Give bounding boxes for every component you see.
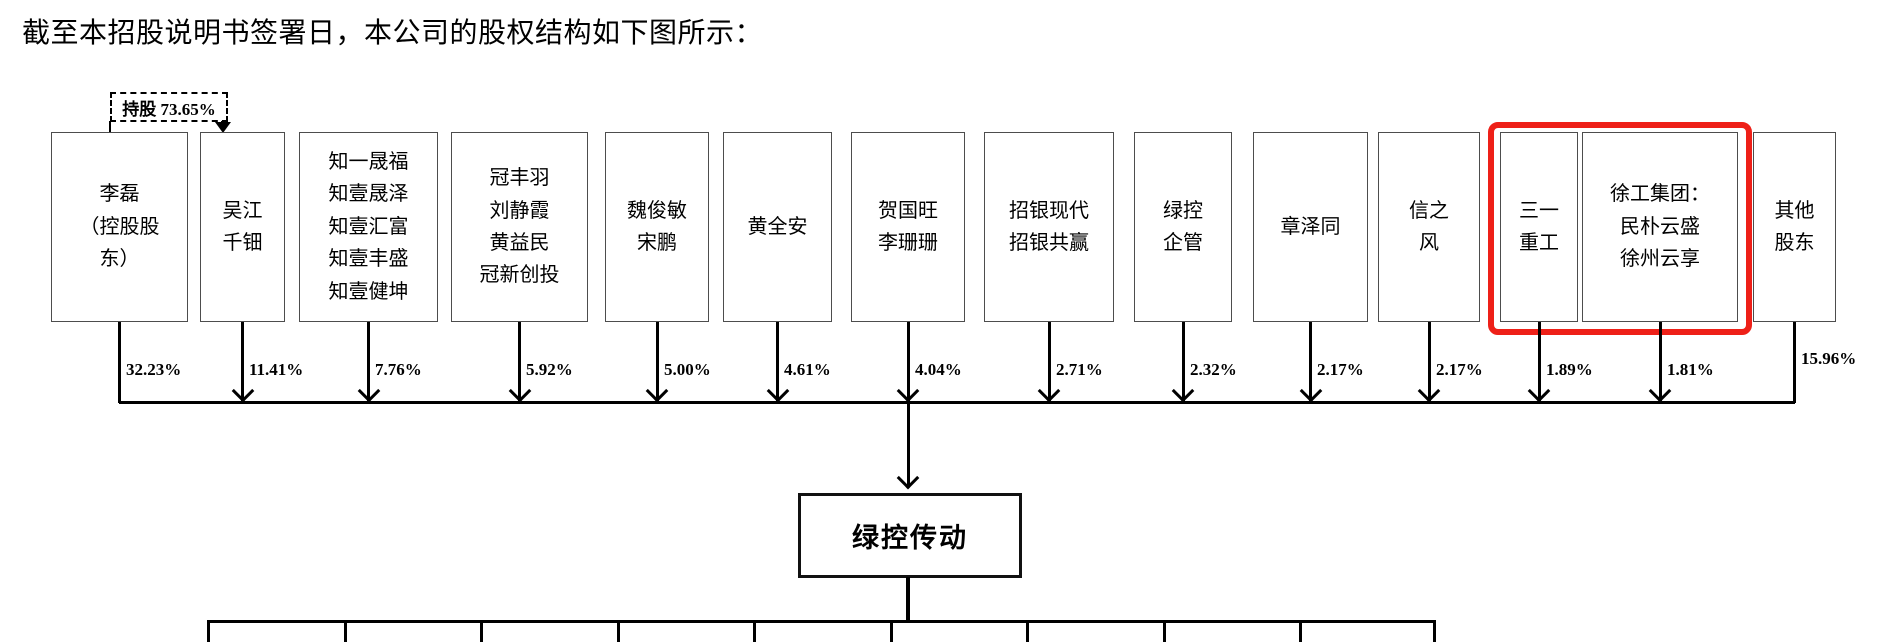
ownership-percent-10: 2.17% bbox=[1317, 360, 1364, 379]
shareholder-box-4: 冠丰羽 刘静霞 黄益民 冠新创投 bbox=[451, 132, 588, 322]
shareholder-box-10: 章泽同 bbox=[1253, 132, 1368, 322]
shareholding-annotation: 持股 73.65% bbox=[110, 92, 228, 122]
arrow-down-icon bbox=[508, 379, 532, 403]
shareholder-box-1: 李磊 （控股股 东） bbox=[51, 132, 188, 322]
ownership-line-2 bbox=[241, 322, 244, 403]
ownership-percent-9: 2.32% bbox=[1190, 360, 1237, 379]
ownership-line-3 bbox=[367, 322, 370, 403]
ownership-percent-7: 4.04% bbox=[915, 360, 962, 379]
collector-line bbox=[119, 401, 1795, 404]
ownership-line-8 bbox=[1048, 322, 1051, 403]
subsidiary-box-edge bbox=[1163, 620, 1166, 642]
shareholder-box-5: 魏俊敏 宋鹏 bbox=[605, 132, 709, 322]
arrow-down-icon bbox=[1648, 379, 1672, 403]
ownership-percent-14: 15.96% bbox=[1801, 349, 1857, 368]
ownership-line-6 bbox=[776, 322, 779, 403]
shareholder-box-8: 招银现代 招银共赢 bbox=[984, 132, 1114, 322]
subsidiary-box-edge bbox=[344, 620, 347, 642]
shareholder-box-7: 贺国旺 李珊珊 bbox=[851, 132, 965, 322]
subsidiary-connector-line bbox=[906, 577, 910, 622]
shareholder-name: 章泽同 bbox=[1280, 215, 1341, 238]
shareholder-box-13: 徐工集团： 民朴云盛 徐州云享 bbox=[1582, 132, 1738, 322]
arrow-down-icon bbox=[1171, 379, 1195, 403]
arrow-down-icon bbox=[896, 379, 920, 403]
subsidiary-box-edge bbox=[753, 620, 756, 642]
company-name: 绿控传动 bbox=[852, 523, 968, 553]
ownership-percent-3: 7.76% bbox=[375, 360, 422, 379]
arrow-down-icon bbox=[766, 379, 790, 403]
arrow-down-icon bbox=[645, 379, 669, 403]
shareholder-name: 招银现代 招银共赢 bbox=[1009, 199, 1089, 254]
arrow-down-icon bbox=[215, 122, 231, 133]
company-box: 绿控传动 bbox=[798, 493, 1022, 578]
subsidiary-row-line bbox=[207, 620, 1436, 623]
shareholder-box-11: 信之 风 bbox=[1378, 132, 1480, 322]
arrow-down-icon bbox=[896, 466, 920, 490]
shareholder-box-3: 知一晟福 知壹晟泽 知壹汇富 知壹丰盛 知壹健坤 bbox=[299, 132, 438, 322]
shareholder-name: 魏俊敏 宋鹏 bbox=[627, 199, 687, 254]
subsidiary-box-edge bbox=[1433, 620, 1436, 642]
ownership-line-12 bbox=[1538, 322, 1541, 403]
arrow-down-icon bbox=[1037, 379, 1061, 403]
ownership-percent-11: 2.17% bbox=[1436, 360, 1483, 379]
subsidiary-box-edge bbox=[1026, 620, 1029, 642]
ownership-line-14 bbox=[1793, 322, 1796, 403]
subsidiary-box-edge bbox=[1299, 620, 1302, 642]
shareholder-name: 知一晟福 知壹晟泽 知壹汇富 知壹丰盛 知壹健坤 bbox=[328, 151, 409, 303]
ownership-line-13 bbox=[1659, 322, 1662, 403]
shareholder-name: 绿控 企管 bbox=[1163, 199, 1203, 254]
shareholder-box-14: 其他 股东 bbox=[1753, 132, 1836, 322]
ownership-percent-8: 2.71% bbox=[1056, 360, 1103, 379]
ownership-percent-1: 32.23% bbox=[126, 360, 182, 379]
ownership-line-4 bbox=[518, 322, 521, 403]
arrow-down-icon bbox=[1299, 379, 1323, 403]
arrow-down-icon bbox=[1417, 379, 1441, 403]
ownership-percent-2: 11.41% bbox=[249, 360, 304, 379]
shareholder-name: 其他 股东 bbox=[1774, 199, 1815, 254]
arrow-down-icon bbox=[1527, 379, 1551, 403]
highlight-box bbox=[1488, 122, 1752, 335]
ownership-line-11 bbox=[1428, 322, 1431, 403]
ownership-line-1 bbox=[118, 322, 121, 403]
ownership-line-10 bbox=[1309, 322, 1312, 403]
shareholder-name: 李磊 （控股股 东） bbox=[79, 183, 160, 271]
shareholder-name: 黄全安 bbox=[747, 215, 808, 238]
shareholder-box-2: 吴江 千钿 bbox=[200, 132, 285, 322]
ownership-line-9 bbox=[1182, 322, 1185, 403]
shareholder-box-12: 三一 重工 bbox=[1500, 132, 1578, 322]
ownership-line-7 bbox=[907, 322, 910, 403]
subsidiary-box-edge bbox=[207, 620, 210, 642]
ownership-percent-4: 5.92% bbox=[526, 360, 573, 379]
shareholder-name: 徐工集团： 民朴云盛 徐州云享 bbox=[1610, 183, 1710, 271]
shareholder-name: 吴江 千钿 bbox=[222, 199, 263, 254]
dashed-connector-left bbox=[109, 121, 111, 133]
shareholder-box-9: 绿控 企管 bbox=[1134, 132, 1232, 322]
arrow-down-icon bbox=[357, 379, 381, 403]
ownership-percent-6: 4.61% bbox=[784, 360, 831, 379]
subsidiary-box-edge bbox=[617, 620, 620, 642]
shareholder-name: 信之 风 bbox=[1409, 199, 1449, 254]
ownership-percent-13: 1.81% bbox=[1667, 360, 1714, 379]
subsidiary-box-edge bbox=[890, 620, 893, 642]
ownership-percent-12: 1.89% bbox=[1546, 360, 1593, 379]
shareholder-name: 三一 重工 bbox=[1519, 199, 1559, 254]
shareholder-name: 冠丰羽 刘静霞 黄益民 冠新创投 bbox=[479, 167, 560, 287]
ownership-line-5 bbox=[656, 322, 659, 403]
arrow-down-icon bbox=[231, 379, 255, 403]
ownership-percent-5: 5.00% bbox=[664, 360, 711, 379]
shareholder-box-6: 黄全安 bbox=[723, 132, 832, 322]
page-title: 截至本招股说明书签署日，本公司的股权结构如下图所示： bbox=[22, 18, 764, 49]
subsidiary-box-edge bbox=[480, 620, 483, 642]
shareholder-name: 贺国旺 李珊珊 bbox=[878, 199, 938, 254]
company-connector-line bbox=[907, 403, 910, 485]
